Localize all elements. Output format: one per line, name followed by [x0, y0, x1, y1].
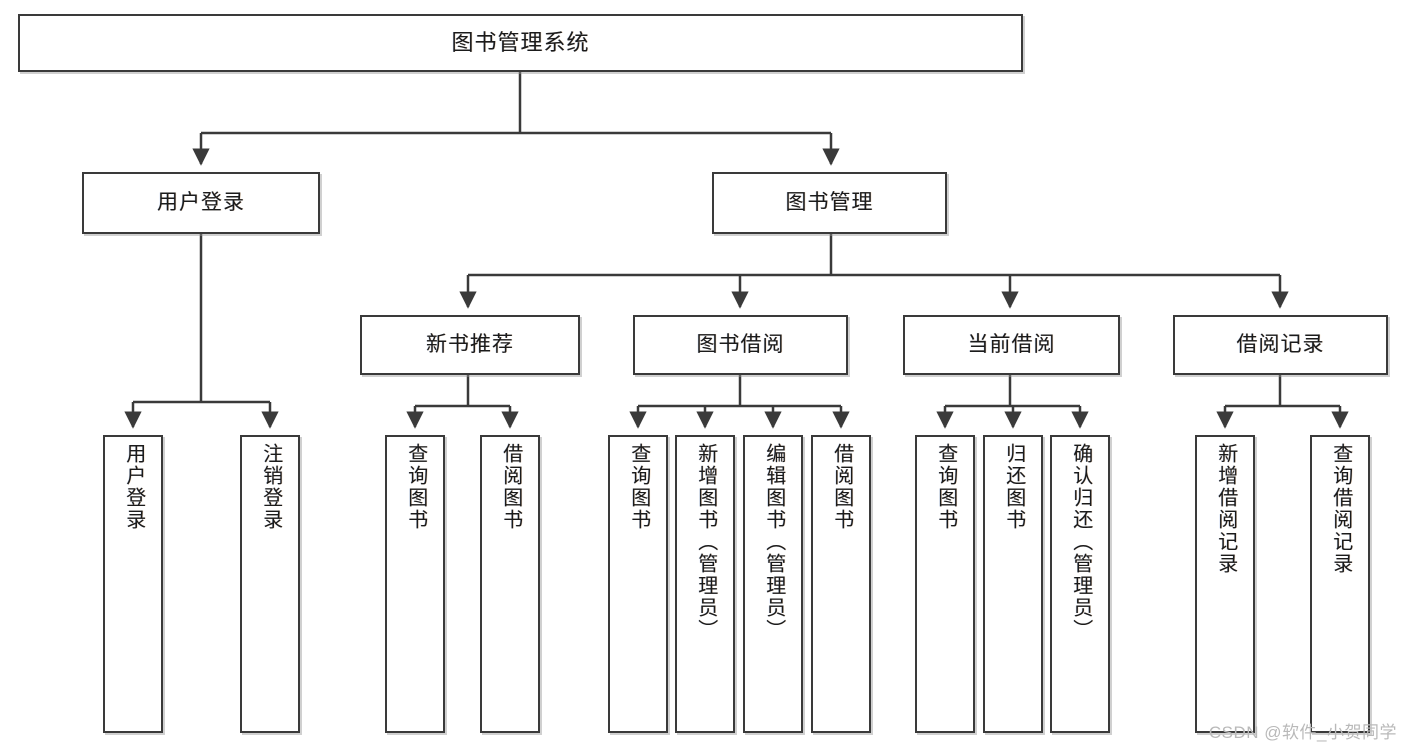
node-leaf-query-book-1-label: 查询图书 [404, 443, 427, 531]
node-leaf-logout-login-label: 注销登录 [259, 443, 282, 531]
node-leaf-query-loan-rec[interactable]: 查询借阅记录 [1310, 435, 1370, 733]
node-loan-record[interactable]: 借阅记录 [1173, 315, 1388, 375]
node-root[interactable]: 图书管理系统 [18, 14, 1023, 72]
node-leaf-borrow-book-1[interactable]: 借阅图书 [480, 435, 540, 733]
node-leaf-user-login-label: 用户登录 [122, 443, 145, 531]
node-leaf-return-book-label: 归还图书 [1002, 443, 1025, 531]
node-book-manage[interactable]: 图书管理 [712, 172, 947, 234]
node-leaf-add-book-label: 新增图书（管理员） [694, 443, 717, 641]
node-leaf-add-loan-rec-label: 新增借阅记录 [1214, 443, 1237, 575]
node-leaf-query-loan-rec-label: 查询借阅记录 [1329, 443, 1352, 575]
node-new-book-rec-label: 新书推荐 [426, 332, 514, 356]
node-leaf-borrow-book-1-label: 借阅图书 [499, 443, 522, 531]
node-loan-record-label: 借阅记录 [1236, 332, 1325, 356]
node-leaf-query-book-3-label: 查询图书 [934, 443, 957, 531]
node-leaf-user-login[interactable]: 用户登录 [103, 435, 163, 733]
node-leaf-borrow-book-2[interactable]: 借阅图书 [811, 435, 871, 733]
node-user-login-label: 用户登录 [157, 190, 245, 214]
node-leaf-query-book-3[interactable]: 查询图书 [915, 435, 975, 733]
node-leaf-return-book[interactable]: 归还图书 [983, 435, 1043, 733]
node-leaf-confirm-return-label: 确认归还（管理员） [1069, 443, 1092, 641]
node-current-loan-label: 当前借阅 [967, 332, 1056, 356]
node-leaf-logout-login[interactable]: 注销登录 [240, 435, 300, 733]
csdn-watermark: CSDN @软件_小贺同学 [1208, 723, 1397, 742]
node-book-borrow[interactable]: 图书借阅 [633, 315, 848, 375]
node-leaf-add-loan-rec[interactable]: 新增借阅记录 [1195, 435, 1255, 733]
node-current-loan[interactable]: 当前借阅 [903, 315, 1120, 375]
node-leaf-query-book-1[interactable]: 查询图书 [385, 435, 445, 733]
node-book-manage-label: 图书管理 [785, 190, 874, 214]
node-leaf-confirm-return[interactable]: 确认归还（管理员） [1050, 435, 1110, 733]
node-leaf-edit-book-label: 编辑图书（管理员） [762, 443, 785, 641]
node-leaf-query-book-2-label: 查询图书 [627, 443, 650, 531]
node-leaf-add-book[interactable]: 新增图书（管理员） [675, 435, 735, 733]
node-leaf-query-book-2[interactable]: 查询图书 [608, 435, 668, 733]
node-leaf-borrow-book-2-label: 借阅图书 [830, 443, 853, 531]
node-new-book-rec[interactable]: 新书推荐 [360, 315, 580, 375]
node-book-borrow-label: 图书借阅 [696, 332, 785, 356]
node-leaf-edit-book[interactable]: 编辑图书（管理员） [743, 435, 803, 733]
node-user-login[interactable]: 用户登录 [82, 172, 320, 234]
node-root-label: 图书管理系统 [451, 30, 590, 56]
